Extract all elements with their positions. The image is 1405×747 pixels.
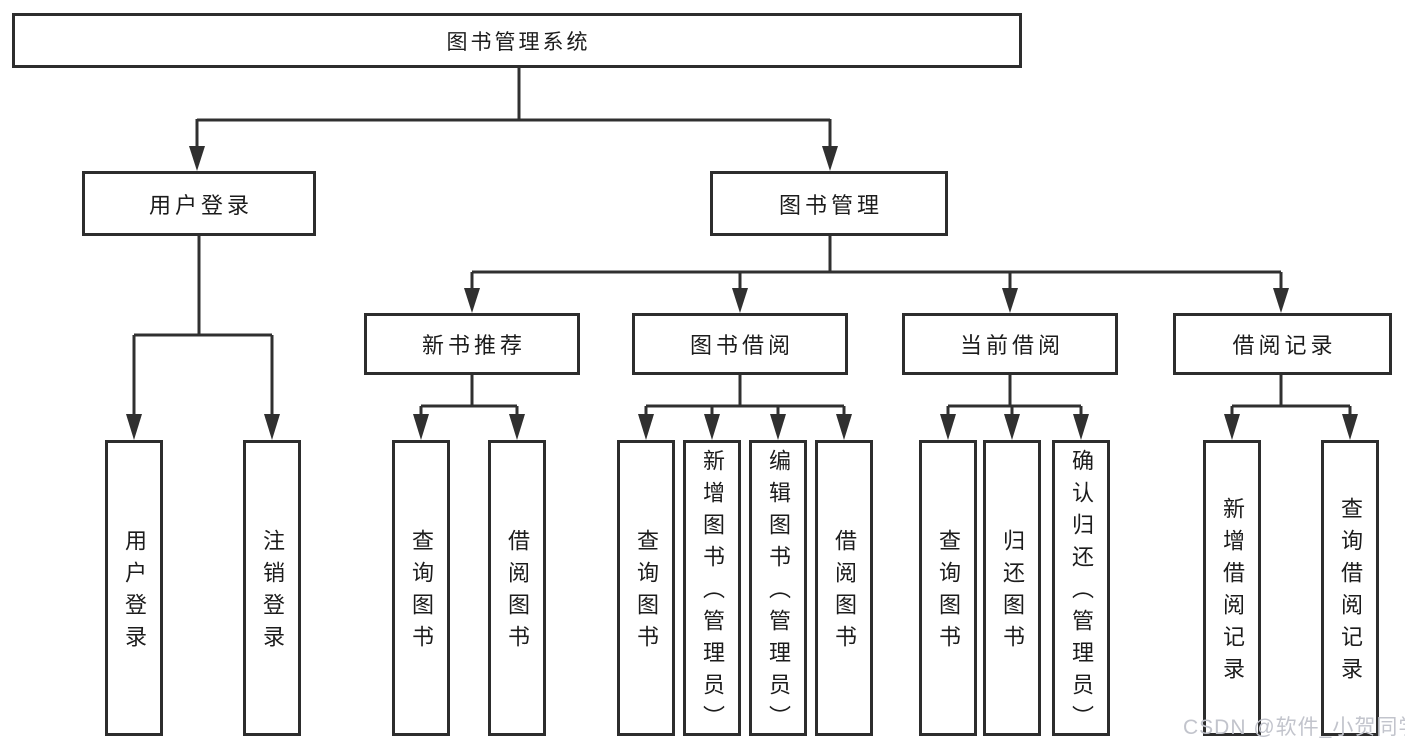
node-new-book-recommend: 新书推荐	[364, 313, 580, 375]
leaf-edit-books-admin: 编辑图书（管理员）	[749, 440, 807, 737]
connector-userlogin-bus	[132, 236, 274, 416]
node-book-borrow: 图书借阅	[632, 313, 848, 375]
connector-bookmgmt-bus	[470, 236, 1283, 290]
leaf-query-books-1: 查询图书	[392, 440, 450, 736]
leaf-user-login: 用户登录	[105, 440, 163, 736]
node-user-login: 用户登录	[82, 171, 316, 236]
leaf-add-books-admin: 新增图书（管理员）	[683, 440, 741, 737]
leaf-query-borrow-record: 查询借阅记录	[1321, 440, 1379, 736]
arrowheads	[126, 146, 1358, 440]
node-borrow-records: 借阅记录	[1173, 313, 1392, 375]
connector-newbooks-bus	[419, 375, 519, 416]
connector-bookborrow-bus	[644, 375, 846, 416]
connector-currentborrow-bus	[946, 375, 1083, 416]
leaf-add-borrow-record: 新增借阅记录	[1203, 440, 1261, 736]
leaf-return-books: 归还图书	[983, 440, 1041, 736]
node-book-management: 图书管理	[710, 171, 948, 236]
leaf-confirm-return-admin: 确认归还（管理员）	[1052, 440, 1110, 737]
connector-records-bus	[1230, 375, 1352, 416]
leaf-query-books-3: 查询图书	[919, 440, 977, 736]
leaf-logout: 注销登录	[243, 440, 301, 736]
leaf-query-books-2: 查询图书	[617, 440, 675, 736]
leaf-borrow-books-1: 借阅图书	[488, 440, 546, 736]
node-current-borrow: 当前借阅	[902, 313, 1118, 375]
leaf-borrow-books-2: 借阅图书	[815, 440, 873, 736]
node-library-management-system: 图书管理系统	[12, 13, 1022, 68]
connector-root-bus	[195, 68, 832, 150]
